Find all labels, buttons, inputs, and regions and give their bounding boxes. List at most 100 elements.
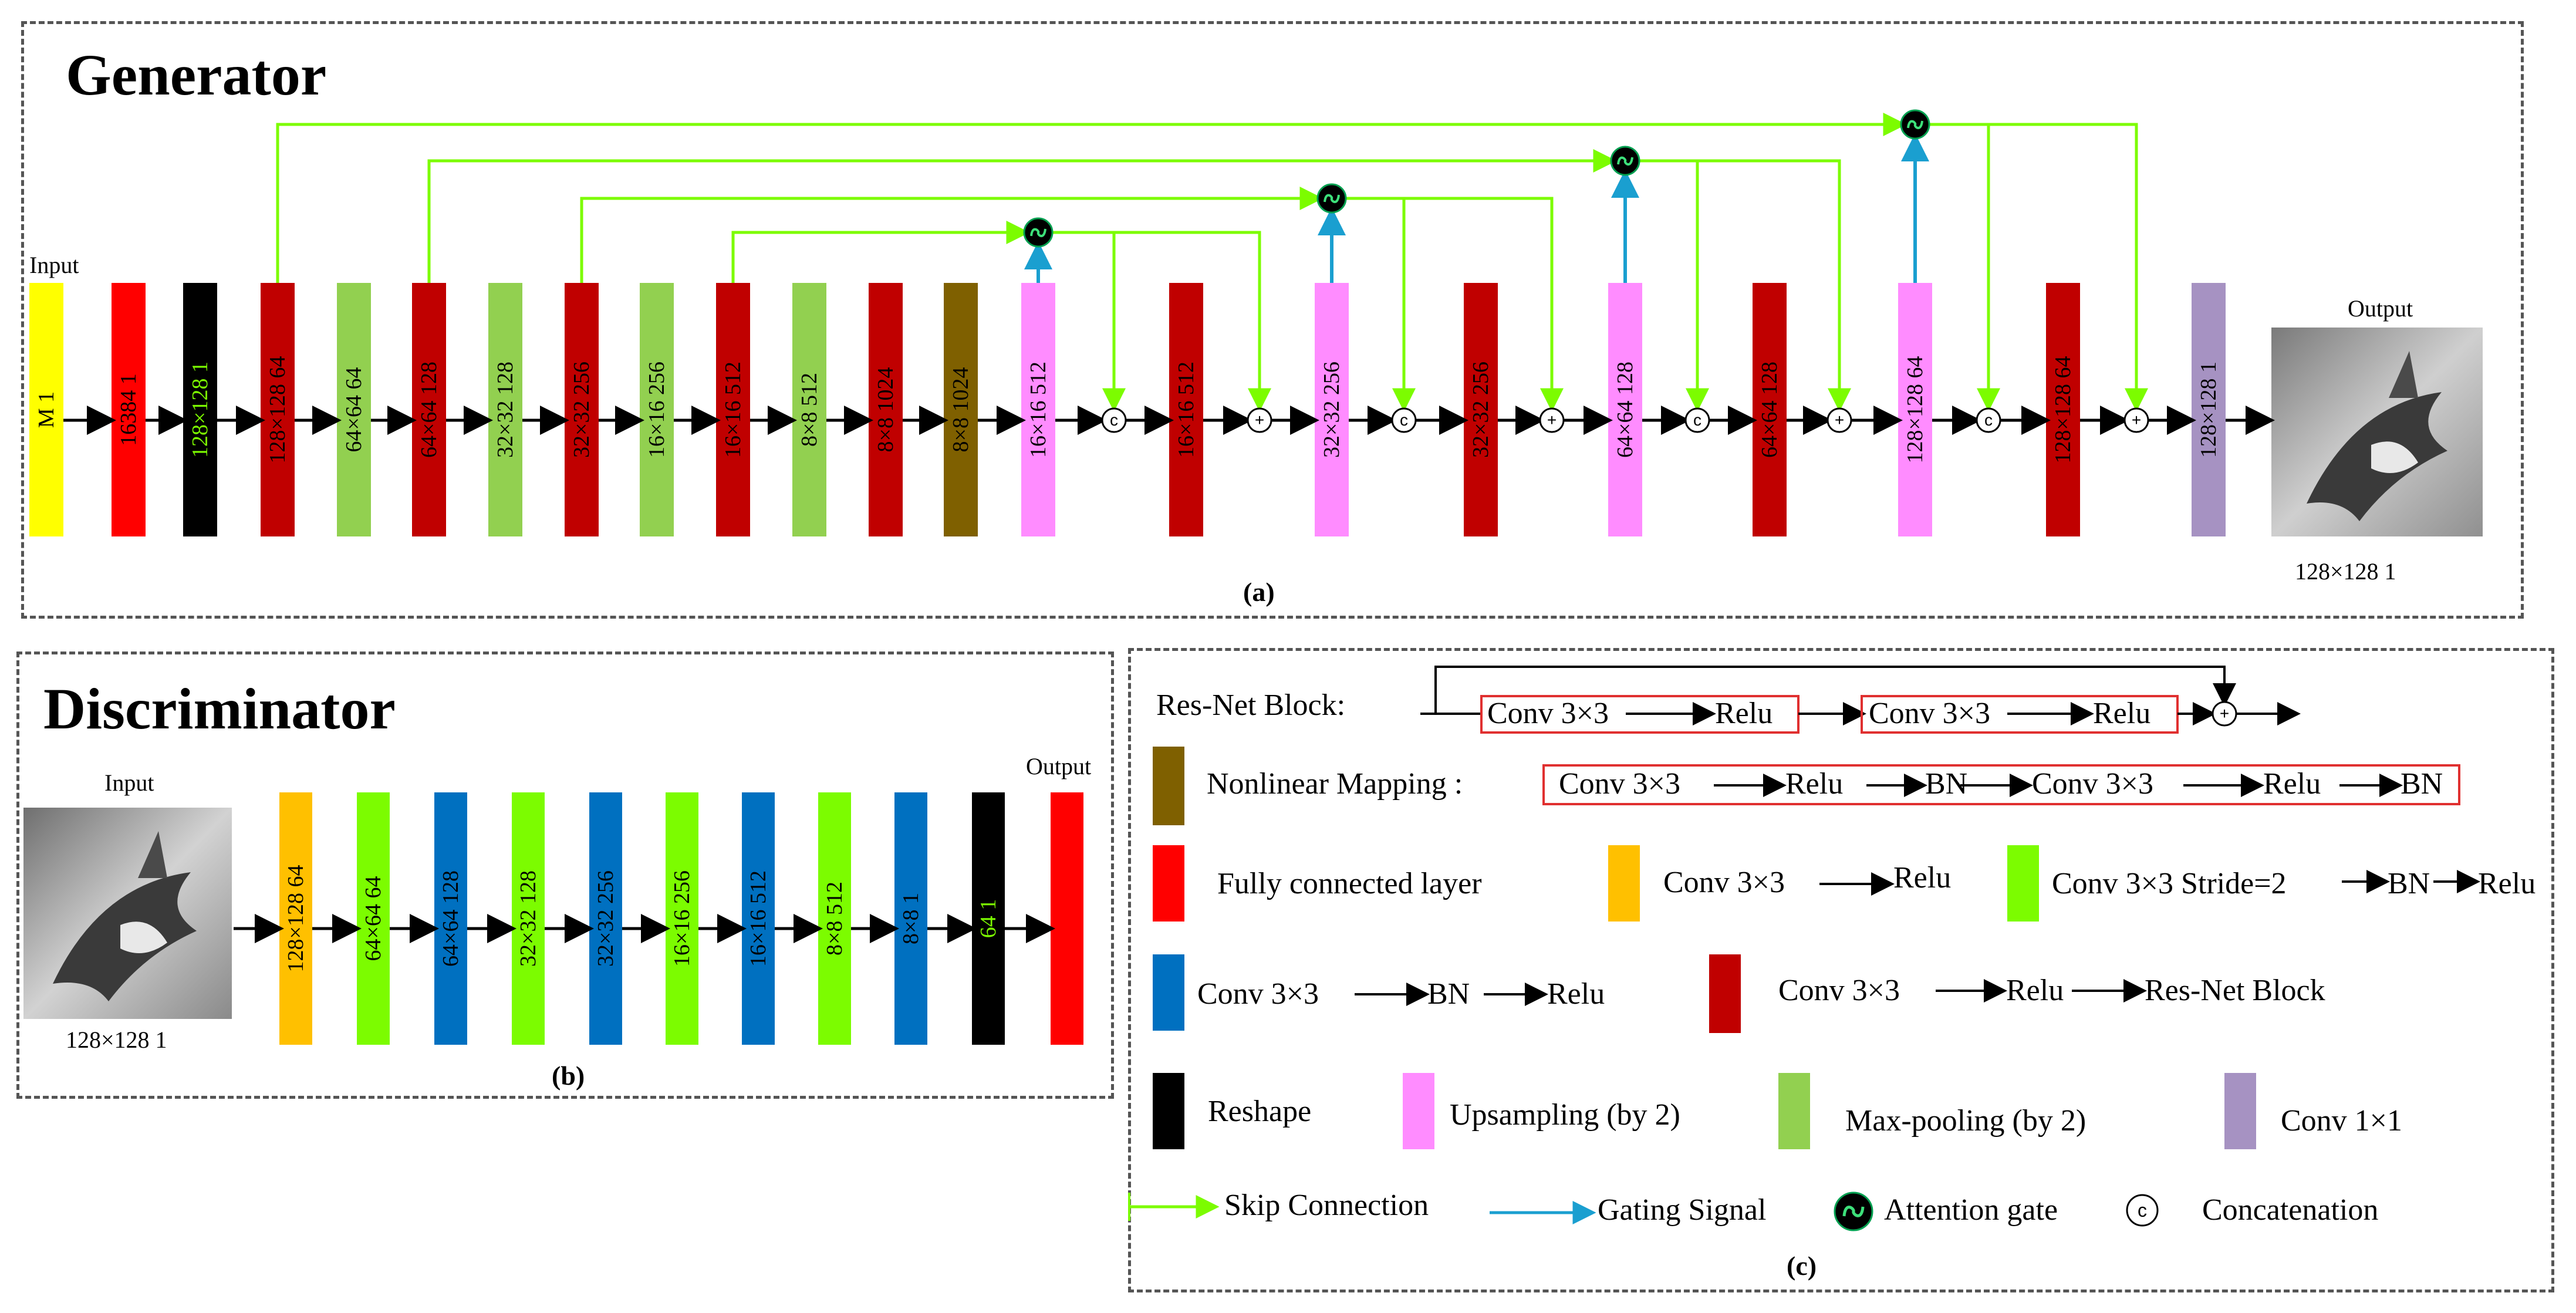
resnet-box2-relu: Relu <box>2093 697 2151 730</box>
legend-swatch-upsampling <box>1403 1073 1434 1149</box>
resnet-box1-conv: Conv 3×3 <box>1487 697 1609 730</box>
reshape-label: Reshape <box>1208 1095 1312 1128</box>
generator-block-19: 64×64 128 <box>1753 283 1787 536</box>
generator-block-20: 128×128 64 <box>1898 283 1932 536</box>
discriminator-sublabel: (b) <box>552 1061 585 1091</box>
upsampling-label: Upsampling (by 2) <box>1450 1098 1680 1132</box>
concat-op <box>1684 407 1710 433</box>
shark-photo-output <box>2271 328 2483 536</box>
skip-connection <box>276 113 1907 283</box>
op-symbol: + <box>1255 411 1264 429</box>
add-op <box>1539 407 1565 433</box>
generator-block-22: 128×128 1 <box>2192 283 2226 536</box>
generator-input-label: Input <box>29 252 79 278</box>
discriminator-block-6: 16×16 256 <box>666 792 698 1045</box>
discriminator-panel <box>16 652 1114 1099</box>
generator-block-3: 128×128 1 <box>183 283 217 536</box>
skip-to-concat <box>1638 159 1709 412</box>
conv-resnet-step-2: Relu <box>2006 974 2064 1007</box>
conv-bn-relu-step-3: Relu <box>1547 977 1605 1011</box>
concat-op <box>1391 407 1417 433</box>
legend-sublabel: (c) <box>1787 1251 1817 1281</box>
generator-block-17: 32×32 256 <box>1464 283 1498 536</box>
generator-block-2: 16384 1 <box>112 283 146 536</box>
concat-op <box>1976 407 2001 433</box>
discriminator-block-9: 8×8 1 <box>894 792 927 1045</box>
generator-output-label: Output <box>2348 295 2413 322</box>
legend-swatch-conv1x1 <box>2224 1073 2256 1149</box>
generator-sublabel: (a) <box>1243 577 1275 607</box>
legend-swatch-conv-bn-relu <box>1153 954 1184 1031</box>
legend-swatch-conv-resnet <box>1709 954 1741 1033</box>
resnet-label: Res-Net Block: <box>1156 688 1346 722</box>
conv-stride-step-3: Relu <box>2478 867 2536 900</box>
conv1x1-label: Conv 1×1 <box>2281 1104 2403 1138</box>
skip-to-add <box>1404 197 1564 412</box>
nonlinear-step-1: Conv 3×3 <box>1559 767 1681 801</box>
op-symbol: c <box>1400 411 1408 429</box>
nonlinear-step-2: Relu <box>1785 767 1844 801</box>
shark-photo-input <box>23 808 232 1019</box>
attention-legend-curve <box>1842 1206 1865 1217</box>
add-op <box>2123 407 2149 433</box>
legend-swatch-conv-stride <box>2007 845 2039 922</box>
generator-block-12: 8×8 1024 <box>869 283 903 536</box>
conv-resnet-step-3: Res-Net Block <box>2145 974 2325 1007</box>
skip-label: Skip Connection <box>1224 1189 1429 1222</box>
generator-block-9: 16×16 256 <box>640 283 674 536</box>
generator-title: Generator <box>66 42 327 107</box>
concat-op <box>1101 407 1127 433</box>
skip-to-concat <box>1345 197 1416 412</box>
discriminator-input-label: Input <box>104 769 154 796</box>
concat-label: Concatenation <box>2202 1193 2379 1227</box>
op-symbol: + <box>1835 411 1844 429</box>
attention-gate-curve <box>1617 156 1633 166</box>
generator-block-16: 32×32 256 <box>1315 283 1349 536</box>
discriminator-block-1: 128×128 64 <box>279 792 312 1045</box>
generator-block-6: 64×64 128 <box>412 283 446 536</box>
generator-block-18: 64×64 128 <box>1608 283 1642 536</box>
discriminator-input-size: 128×128 1 <box>66 1027 167 1053</box>
skip-to-add <box>1697 159 1851 412</box>
conv-stride-step-1: Conv 3×3 Stride=2 <box>2052 867 2287 900</box>
discriminator-block-11 <box>1051 792 1083 1045</box>
generator-block-7: 32×32 128 <box>488 283 522 536</box>
discriminator-output-label: Output <box>1026 753 1092 779</box>
attention-gate-curve <box>1324 194 1340 203</box>
op-symbol: + <box>2132 411 2141 429</box>
nonlinear-step-6: BN <box>2401 767 2443 801</box>
discriminator-block-8: 8×8 512 <box>818 792 851 1045</box>
skip-connection <box>580 187 1324 283</box>
add-op <box>1247 407 1272 433</box>
attention-label: Attention gate <box>1884 1193 2058 1227</box>
generator-block-11: 8×8 512 <box>792 283 826 536</box>
op-symbol: + <box>1547 411 1557 429</box>
op-symbol: c <box>1984 411 1993 429</box>
conv-bn-relu-step-1: Conv 3×3 <box>1197 977 1319 1011</box>
op-symbol: c <box>1110 411 1118 429</box>
resnet-add-symbol: + <box>2220 704 2229 723</box>
generator-block-8: 32×32 256 <box>565 283 599 536</box>
generator-output-image <box>2271 328 2483 536</box>
conv-resnet-step-1: Conv 3×3 <box>1778 974 1900 1007</box>
discriminator-block-2: 64×64 64 <box>357 792 390 1045</box>
skip-to-add <box>1988 123 2148 412</box>
conv-bn-relu-step-2: BN <box>1427 977 1470 1011</box>
generator-block-21: 128×128 64 <box>2046 283 2080 536</box>
generator-block-13: 8×8 1024 <box>944 283 978 536</box>
generator-panel <box>21 21 2524 619</box>
attention-gate-curve <box>1030 228 1046 237</box>
discriminator-title: Discriminator <box>43 676 396 741</box>
resnet-box2-conv: Conv 3×3 <box>1869 697 1991 730</box>
conv-relu-step-1: Conv 3×3 <box>1663 866 1785 899</box>
legend-swatch-fc <box>1153 845 1184 922</box>
generator-block-1: M 1 <box>29 283 63 536</box>
discriminator-block-10: 64 1 <box>972 792 1005 1045</box>
generator-block-15: 16×16 512 <box>1169 283 1203 536</box>
legend-swatch-conv-relu <box>1608 845 1640 922</box>
discriminator-block-4: 32×32 128 <box>512 792 545 1045</box>
generator-block-5: 64×64 64 <box>337 283 371 536</box>
discriminator-block-5: 32×32 256 <box>589 792 622 1045</box>
skip-to-concat <box>1928 123 2000 412</box>
